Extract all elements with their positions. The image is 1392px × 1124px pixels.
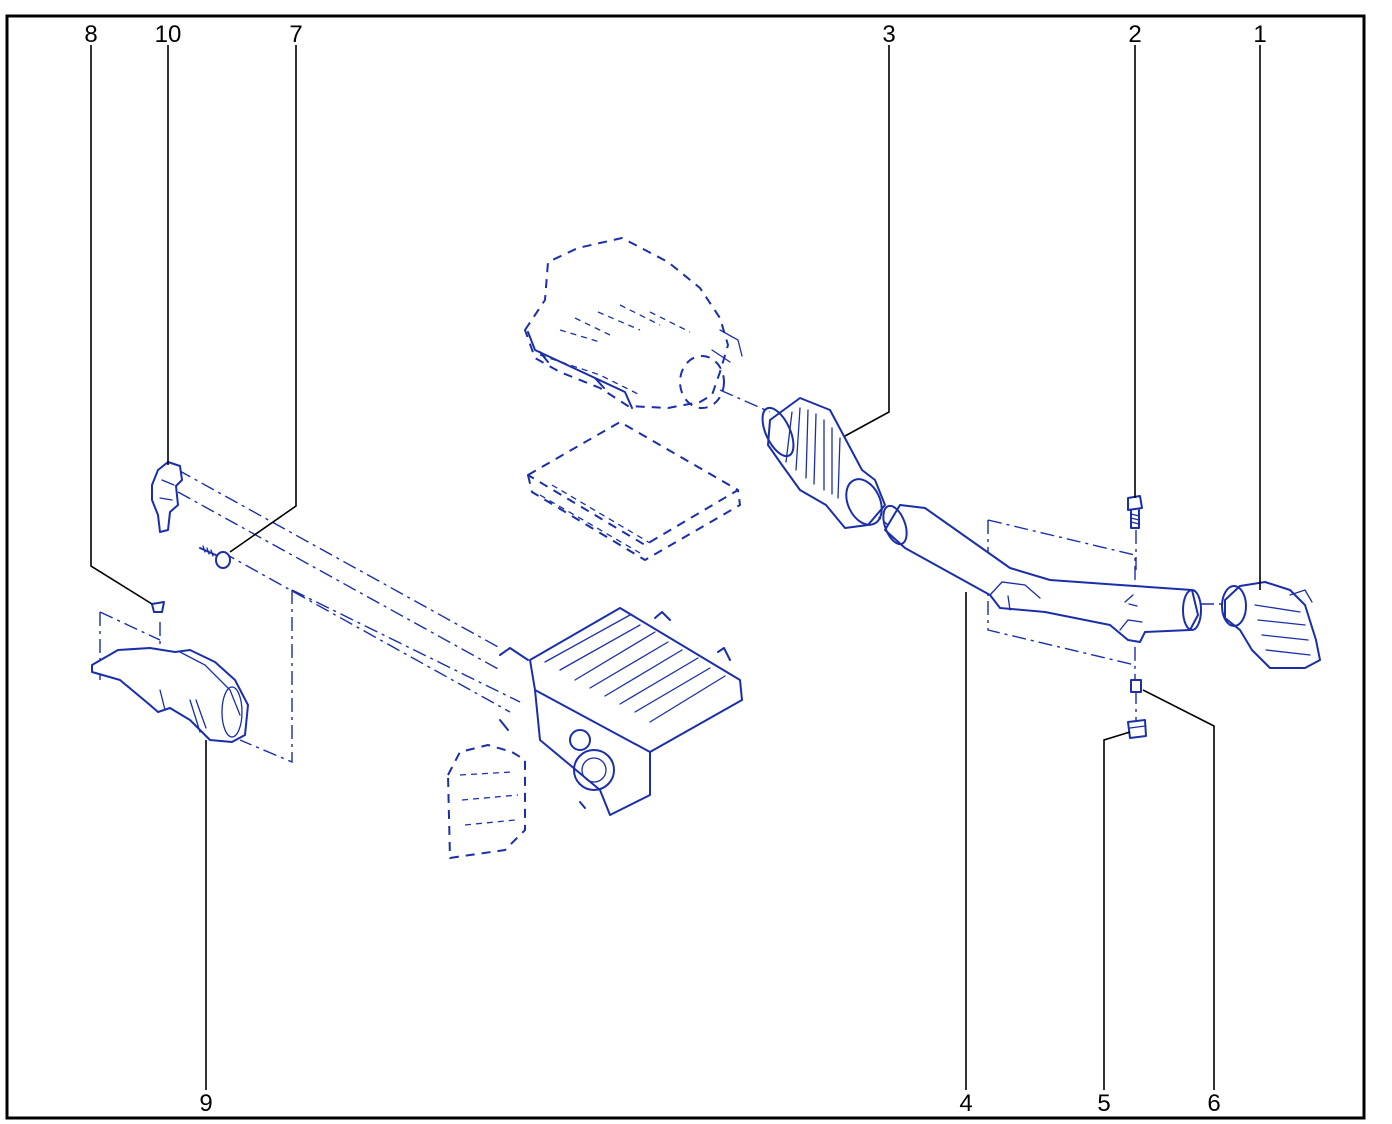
clip-part-8	[151, 601, 165, 613]
callout-5: 5	[1097, 1090, 1110, 1117]
callout-6: 6	[1207, 1090, 1220, 1117]
bracket-part-10	[151, 461, 183, 533]
callout-1: 1	[1253, 21, 1266, 48]
air-filter-lower-housing-ghost	[447, 607, 743, 859]
leader-7	[229, 45, 297, 553]
leader-8	[90, 45, 153, 605]
leader-6	[1142, 689, 1215, 1090]
assembly-axes	[99, 389, 1228, 764]
leader-3	[844, 45, 890, 437]
diagram-frame	[5, 14, 1366, 1120]
leader-lines	[90, 45, 1261, 1090]
callout-3: 3	[882, 21, 895, 48]
callout-9: 9	[199, 1090, 212, 1117]
callout-10: 10	[155, 21, 182, 48]
grommet-part-5	[1127, 719, 1147, 739]
screw-part-7	[199, 545, 231, 569]
leader-5	[1103, 731, 1131, 1090]
callout-8: 8	[84, 21, 97, 48]
corrugated-intake-hose	[761, 397, 886, 529]
callout-labels: 1 2 3 4 5 6 7 8 9 10	[84, 21, 1266, 1117]
air-filter-element-ghost	[527, 421, 741, 561]
air-intake-scoop	[91, 647, 249, 743]
callout-4: 4	[959, 1090, 972, 1117]
callout-7: 7	[289, 21, 302, 48]
bolt-part-2	[1127, 495, 1143, 529]
resonator-housing	[1221, 581, 1321, 669]
spacer-part-6	[1130, 679, 1142, 693]
air-filter-cover-ghost	[524, 237, 743, 409]
callout-2: 2	[1128, 21, 1141, 48]
intake-pipe	[882, 504, 1202, 643]
